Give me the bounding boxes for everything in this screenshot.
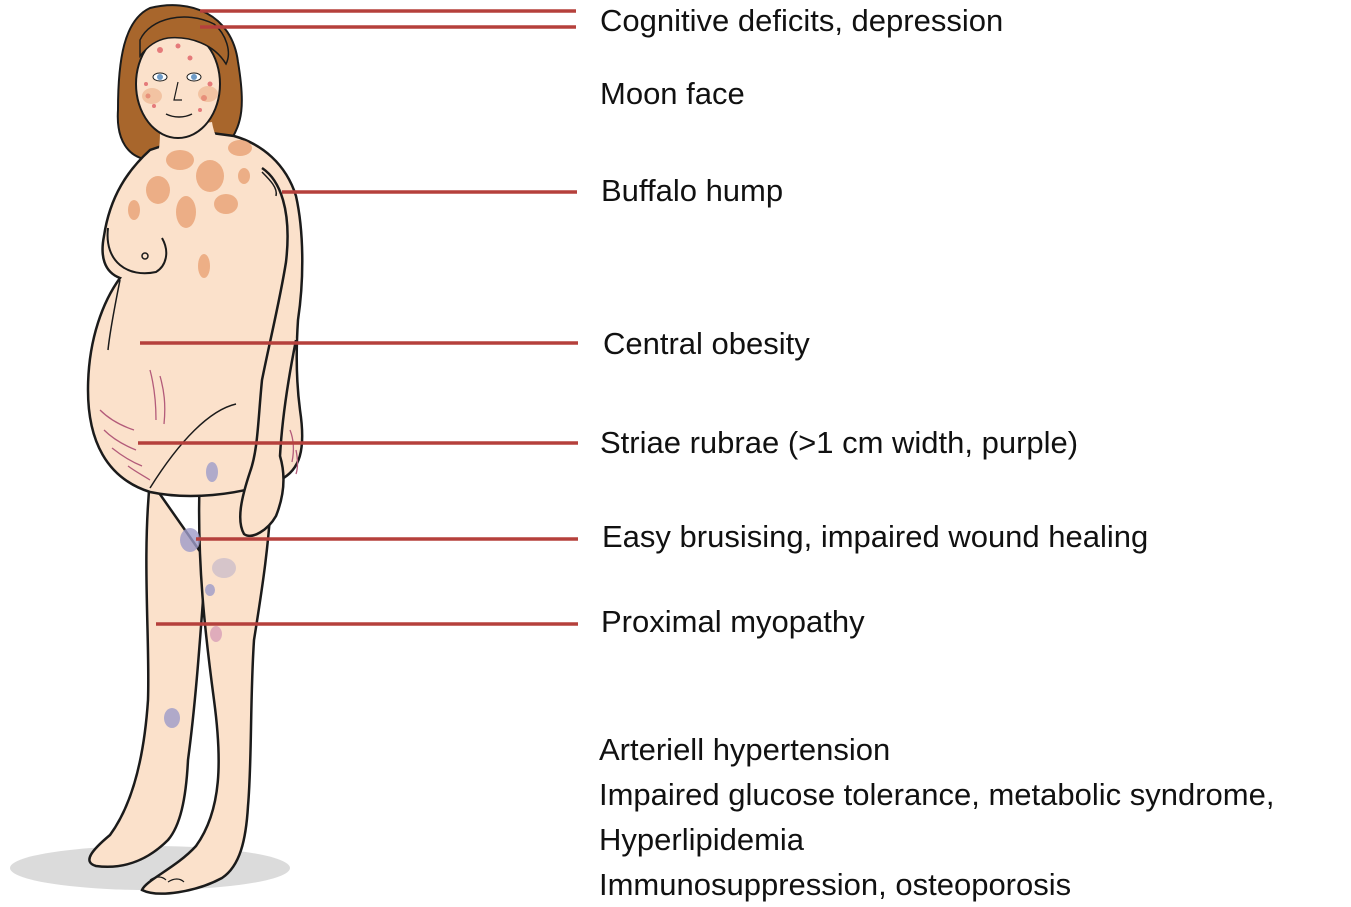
systemic-effects-list: Arteriell hypertension Impaired glucose … (599, 727, 1274, 907)
systemic-item-hypertension: Arteriell hypertension (599, 727, 1274, 772)
label-central-obesity: Central obesity (603, 328, 810, 359)
label-buffalo-hump: Buffalo hump (601, 175, 783, 206)
label-striae: Striae rubrae (>1 cm width, purple) (600, 427, 1078, 458)
cheek-flush-left (142, 88, 162, 104)
iris-right (191, 74, 197, 80)
cheek-flush-right (198, 86, 218, 102)
label-myopathy: Proximal myopathy (601, 606, 865, 637)
systemic-item-hyperlipidemia: Hyperlipidemia (599, 817, 1274, 862)
label-moon-face: Moon face (600, 78, 745, 109)
label-bruising: Easy brusising, impaired wound healing (602, 521, 1148, 552)
systemic-item-immunosuppression: Immunosuppression, osteoporosis (599, 862, 1274, 907)
iris-left (157, 74, 163, 80)
label-cognitive: Cognitive deficits, depression (600, 5, 1003, 36)
systemic-item-glucose: Impaired glucose tolerance, metabolic sy… (599, 772, 1274, 817)
